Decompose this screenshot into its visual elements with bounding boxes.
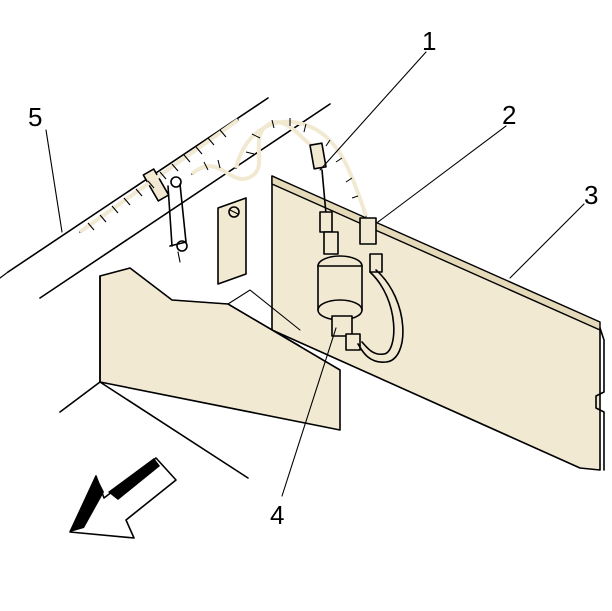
callout-3: 3 [584,180,598,210]
callout-5: 5 [28,102,42,132]
fitting-2 [359,217,383,273]
mounting-bracket [217,197,247,285]
coiled-sleeve-frame [78,118,240,234]
callout-2: 2 [502,100,516,130]
hose-clip [142,168,188,263]
shield-panel [271,175,605,471]
lower-shield [59,267,341,479]
fuel-filter [317,231,404,363]
callout-1: 1 [422,26,436,56]
fuel-hoses [190,118,368,217]
leader-lines [45,51,585,497]
front-direction-arrow-icon [69,457,177,539]
callout-4: 4 [270,500,284,530]
